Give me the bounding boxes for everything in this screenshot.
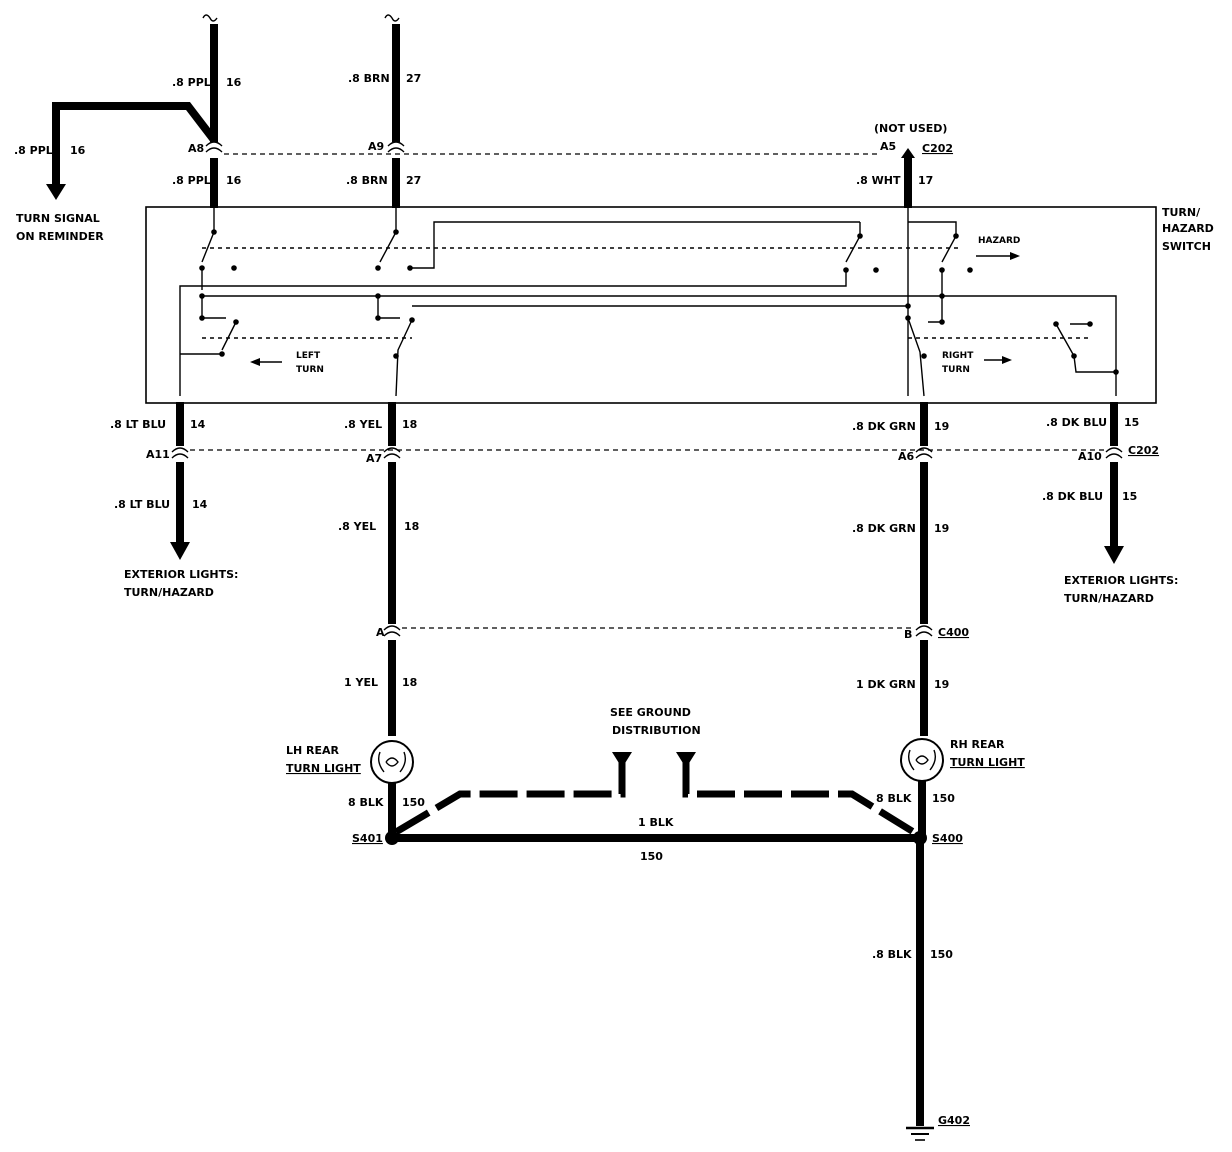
- ltblu-up-circuit: 14: [190, 418, 206, 431]
- not-used-label: (NOT USED): [874, 122, 947, 135]
- dkgrn-mid-circuit: 19: [934, 522, 949, 535]
- ltblu-low-circuit: 14: [192, 498, 208, 511]
- reminder-label-line2: ON REMINDER: [16, 230, 104, 243]
- brn-top-gauge: .8 BRN: [348, 72, 390, 85]
- dkgrn-low-circuit: 19: [934, 678, 949, 691]
- switch-label-line1: TURN/: [1162, 206, 1201, 219]
- dkgrn-up-gauge: .8 DK GRN: [852, 420, 916, 433]
- yel-up-circuit: 18: [402, 418, 417, 431]
- reminder-arrow: [46, 184, 66, 200]
- ppl-feed-wire: [202, 14, 223, 208]
- wht-feed-wire: [901, 148, 915, 208]
- yel-mid-gauge: .8 YEL: [338, 520, 376, 533]
- hazard-label: HAZARD: [978, 236, 1020, 246]
- ext-left-label-line1: EXTERIOR LIGHTS:: [124, 568, 238, 581]
- splice-s401: S401: [352, 832, 383, 845]
- ground-dash-left: [394, 758, 626, 836]
- brn-feed-wire: [384, 14, 405, 208]
- connector-a: A: [376, 626, 385, 639]
- connector-a7: A7: [366, 452, 382, 465]
- blk-ground-gauge: .8 BLK: [872, 948, 912, 961]
- switch-label-line3: SWITCH: [1162, 240, 1211, 253]
- right-turn-label-line2: TURN: [942, 365, 970, 375]
- rh-rear-turn-light: [900, 738, 944, 782]
- connector-c202-top: C202: [922, 142, 953, 155]
- rh-lamp-label-line1: RH REAR: [950, 738, 1005, 751]
- wht-circuit: 17: [918, 174, 933, 187]
- ltblu-up-gauge: .8 LT BLU: [110, 418, 166, 431]
- connector-a6: A6: [898, 450, 915, 463]
- blk-left-circuit: 150: [402, 796, 425, 809]
- ppl-top-gauge: .8 PPL: [172, 76, 211, 89]
- dkblu-low-gauge: .8 DK BLU: [1042, 490, 1103, 503]
- turn-signal-reminder-wire: [52, 102, 218, 186]
- connector-a8: A8: [188, 142, 204, 155]
- ground-label-line1: SEE GROUND: [610, 706, 691, 719]
- blk-right-circuit: 150: [932, 792, 955, 805]
- yel-low-circuit: 18: [402, 676, 417, 689]
- g402-ground-symbol: [906, 1126, 934, 1141]
- blk-left-gauge: 8 BLK: [348, 796, 384, 809]
- yel-low-gauge: 1 YEL: [344, 676, 378, 689]
- dkblu-wire: [1104, 402, 1124, 564]
- ext-left-label-line2: TURN/HAZARD: [124, 586, 214, 599]
- dkgrn-low-gauge: 1 DK GRN: [856, 678, 916, 691]
- connector-a10: A10: [1078, 450, 1102, 463]
- ground-arrow-left: [612, 752, 632, 768]
- blk-bus-gauge: 1 BLK: [638, 816, 674, 829]
- dkgrn-mid-gauge: .8 DK GRN: [852, 522, 916, 535]
- s401-splice: [385, 831, 399, 845]
- ppl-top-circuit: 16: [226, 76, 242, 89]
- dkgrn-up-circuit: 19: [934, 420, 949, 433]
- dkgrn-wire: [915, 402, 933, 736]
- blk-ground-circuit: 150: [930, 948, 953, 961]
- connector-c400: C400: [938, 626, 969, 639]
- blk-bus-circuit: 150: [640, 850, 663, 863]
- ext-right-label-line1: EXTERIOR LIGHTS:: [1064, 574, 1178, 587]
- yel-up-gauge: .8 YEL: [344, 418, 382, 431]
- rh-lamp-label-line2: TURN LIGHT: [950, 756, 1025, 769]
- ground-dash-right: [682, 758, 922, 839]
- ppl-low-gauge: .8 PPL: [172, 174, 211, 187]
- lh-lamp-label-line2: TURN LIGHT: [286, 762, 361, 775]
- turn-hazard-switch-box: [145, 206, 1157, 404]
- brn-low-gauge: .8 BRN: [346, 174, 388, 187]
- dkblu-low-circuit: 15: [1122, 490, 1137, 503]
- connector-c202-bottom: C202: [1128, 444, 1159, 457]
- s400-splice: [913, 831, 927, 845]
- wht-gauge: .8 WHT: [856, 174, 901, 187]
- ppl-side-circuit: 16: [70, 144, 86, 157]
- brn-top-circuit: 27: [406, 72, 421, 85]
- ground-label-line2: DISTRIBUTION: [612, 724, 701, 737]
- lh-lamp-label-line1: LH REAR: [286, 744, 340, 757]
- ltblu-low-gauge: .8 LT BLU: [114, 498, 170, 511]
- switch-internal-contacts: [179, 208, 1119, 397]
- ext-right-label-line2: TURN/HAZARD: [1064, 592, 1154, 605]
- ppl-low-circuit: 16: [226, 174, 242, 187]
- blk-right-gauge: 8 BLK: [876, 792, 912, 805]
- connector-a11: A11: [146, 448, 170, 461]
- connector-a5: A5: [880, 140, 896, 153]
- ground-arrow-right: [676, 752, 696, 768]
- ppl-side-gauge: .8 PPL: [14, 144, 53, 157]
- left-turn-label-line2: TURN: [296, 365, 324, 375]
- yel-mid-circuit: 18: [404, 520, 419, 533]
- ground-g402: G402: [938, 1114, 970, 1127]
- yel-wire: [383, 402, 401, 736]
- brn-low-circuit: 27: [406, 174, 421, 187]
- dkblu-up-gauge: .8 DK BLU: [1046, 416, 1107, 429]
- splice-s400: S400: [932, 832, 963, 845]
- reminder-label-line1: TURN SIGNAL: [16, 212, 100, 225]
- connector-a9: A9: [368, 140, 384, 153]
- lh-rear-turn-light: [370, 740, 414, 784]
- left-turn-label-line1: LEFT: [296, 351, 321, 361]
- ltblu-wire: [170, 402, 190, 560]
- switch-label-line2: HAZARD: [1162, 222, 1214, 235]
- dkblu-up-circuit: 15: [1124, 416, 1139, 429]
- connector-b: B: [904, 628, 912, 641]
- right-turn-label-line1: RIGHT: [942, 351, 974, 361]
